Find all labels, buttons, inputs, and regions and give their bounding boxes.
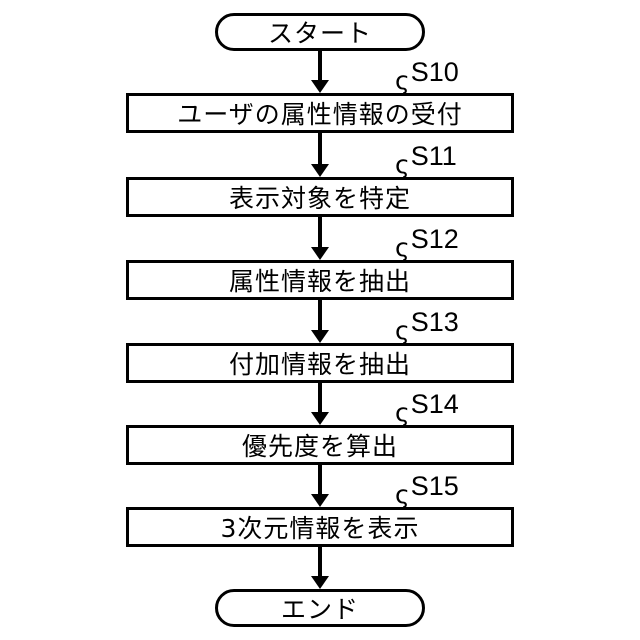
step-id: S15 xyxy=(410,471,459,501)
process-box-s15: 3次元情報を表示 xyxy=(126,507,514,547)
start-terminal-label: スタート xyxy=(267,19,372,48)
squiggle-leader-icon: ς xyxy=(395,66,410,95)
squiggle-leader-icon: ς xyxy=(395,398,410,427)
arrow-head-icon xyxy=(311,80,329,93)
arrow-head-icon xyxy=(311,576,329,589)
process-box-label: 属性情報を抽出 xyxy=(228,267,411,296)
arrow-line xyxy=(318,133,322,167)
process-box-s12: 属性情報を抽出 xyxy=(126,260,514,300)
step-id: S14 xyxy=(410,389,459,419)
step-label-s15: ς S15 xyxy=(395,471,459,508)
step-id: S10 xyxy=(410,57,459,87)
process-box-s11: 表示対象を特定 xyxy=(126,177,514,217)
squiggle-leader-icon: ς xyxy=(395,480,410,509)
arrow-line xyxy=(318,463,322,497)
step-label-s10: ς S10 xyxy=(395,57,459,94)
process-box-label: 付加情報を抽出 xyxy=(228,350,411,379)
start-terminal: スタート xyxy=(215,13,425,51)
arrow-line xyxy=(318,298,322,333)
flow-arrow xyxy=(311,463,329,507)
arrow-line xyxy=(318,51,322,83)
process-box-s13: 付加情報を抽出 xyxy=(126,343,514,383)
arrow-line xyxy=(318,215,322,250)
flow-arrow xyxy=(311,381,329,425)
process-box-s10: ユーザの属性情報の受付 xyxy=(126,93,514,133)
arrow-line xyxy=(318,381,322,415)
flow-arrow xyxy=(311,545,329,589)
end-terminal-label: エンド xyxy=(280,595,359,624)
step-label-s11: ς S11 xyxy=(395,141,457,178)
process-box-label: 3次元情報を表示 xyxy=(220,514,420,543)
squiggle-leader-icon: ς xyxy=(395,316,410,345)
step-label-s14: ς S14 xyxy=(395,389,459,426)
arrow-head-icon xyxy=(311,330,329,343)
flow-arrow xyxy=(311,133,329,177)
step-id: S13 xyxy=(410,307,459,337)
step-id: S11 xyxy=(410,141,457,171)
step-label-s13: ς S13 xyxy=(395,307,459,344)
arrow-head-icon xyxy=(311,494,329,507)
end-terminal: エンド xyxy=(215,589,425,627)
process-box-label: 表示対象を特定 xyxy=(228,184,411,213)
arrow-head-icon xyxy=(311,247,329,260)
squiggle-leader-icon: ς xyxy=(395,150,410,179)
flow-arrow xyxy=(311,215,329,260)
arrow-line xyxy=(318,545,322,579)
process-box-label: ユーザの属性情報の受付 xyxy=(177,100,463,129)
arrow-head-icon xyxy=(311,164,329,177)
step-label-s12: ς S12 xyxy=(395,224,459,261)
flow-arrow xyxy=(311,51,329,93)
step-id: S12 xyxy=(410,224,459,254)
arrow-head-icon xyxy=(311,412,329,425)
flow-arrow xyxy=(311,298,329,343)
squiggle-leader-icon: ς xyxy=(395,233,410,262)
process-box-label: 優先度を算出 xyxy=(241,432,398,461)
process-box-s14: 優先度を算出 xyxy=(126,425,514,465)
